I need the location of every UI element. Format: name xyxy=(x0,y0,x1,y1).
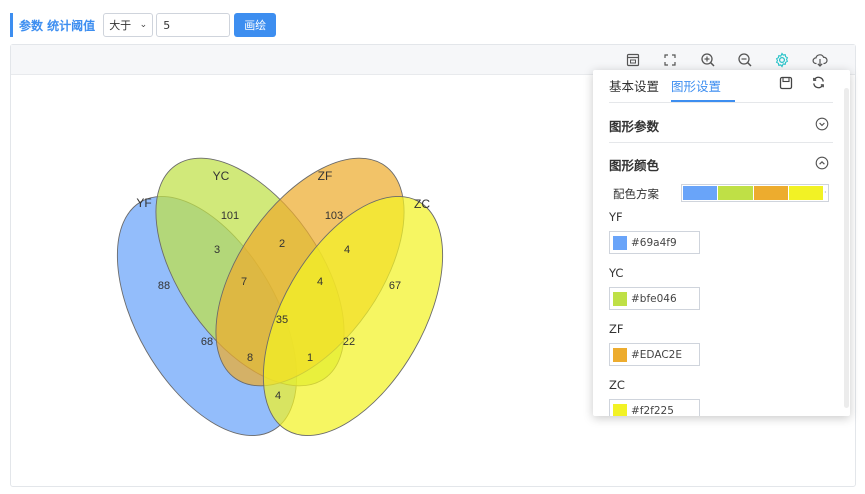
color-input-zf[interactable]: #EDAC2E xyxy=(609,343,700,366)
color-value: #EDAC2E xyxy=(631,348,682,361)
section-divider xyxy=(609,142,833,143)
color-input-yc[interactable]: #bfe046 xyxy=(609,287,700,310)
color-chip[interactable] xyxy=(613,291,627,306)
venn-region-yf: 88 xyxy=(158,280,170,292)
venn-region-zf: 103 xyxy=(325,210,343,222)
venn-set-label-yf: YF xyxy=(136,196,151,210)
venn-region-yf-yc-zf-zc: 35 xyxy=(276,314,288,326)
color-input-yf[interactable]: #69a4f9 xyxy=(609,231,700,254)
venn-labels: YF YC ZF ZC 88 101 103 67 3 2 4 7 4 35 68 22 8 1 4 xyxy=(136,169,430,402)
scheme-dropdown-indicator: · xyxy=(824,188,827,197)
tab-basic-settings[interactable]: 基本设置 xyxy=(609,79,660,94)
active-tab-indicator xyxy=(671,100,735,102)
save-icon[interactable] xyxy=(779,75,795,91)
data-view-icon[interactable] xyxy=(624,51,642,69)
color-chip[interactable] xyxy=(613,235,627,250)
operator-value: 大于 xyxy=(109,19,132,32)
color-value: #bfe046 xyxy=(631,292,677,305)
venn-region-yf-zf: 68 xyxy=(201,336,213,348)
venn-region-yc: 101 xyxy=(221,210,239,222)
filter-bar: 参数 统计阈值 大于 ⌄ 5 画绘 xyxy=(10,12,277,38)
section-title-graph-params[interactable]: 图形参数 xyxy=(609,119,660,134)
venn-set-label-yc: YC xyxy=(213,169,230,183)
settings-scrollbar[interactable] xyxy=(844,88,849,408)
venn-set-label-zc: ZC xyxy=(414,197,430,211)
venn-region-yc-zf: 2 xyxy=(279,238,285,250)
venn-region-yf-zf-zc: 8 xyxy=(247,352,253,364)
color-chip[interactable] xyxy=(613,347,627,362)
venn-region-yf-yc-zf: 7 xyxy=(241,276,247,288)
venn-set-label-zf: ZF xyxy=(318,169,333,183)
color-field-label-yc: YC xyxy=(609,266,624,280)
scheme-swatch xyxy=(753,186,788,200)
chevron-up-circle-icon[interactable] xyxy=(815,155,829,170)
scheme-swatch xyxy=(683,186,718,200)
chevron-down-icon: ⌄ xyxy=(139,20,148,30)
venn-region-zc: 67 xyxy=(389,280,401,292)
operator-select[interactable]: 大于 ⌄ xyxy=(103,13,154,37)
zoom-out-icon[interactable] xyxy=(736,51,754,69)
color-field-label-yf: YF xyxy=(609,210,623,224)
section-title-graph-colors[interactable]: 图形颜色 xyxy=(609,158,660,173)
refresh-icon[interactable] xyxy=(811,75,827,91)
color-value: #f2f225 xyxy=(631,404,674,417)
scheme-swatch xyxy=(718,186,753,200)
scheme-swatch xyxy=(788,186,823,200)
draw-button[interactable]: 画绘 xyxy=(234,13,277,37)
color-field-label-zf: ZF xyxy=(609,322,624,336)
chevron-down-circle-icon[interactable] xyxy=(815,116,829,131)
venn-region-zf-zc: 4 xyxy=(344,244,350,256)
color-input-zc[interactable]: #f2f225 xyxy=(609,399,700,416)
zoom-in-icon[interactable] xyxy=(699,51,717,69)
tab-graph-settings[interactable]: 图形设置 xyxy=(671,79,722,94)
settings-tabs: 基本设置 图形设置 xyxy=(609,70,833,103)
filter-title: 参数 统计阈值 xyxy=(19,18,96,33)
download-icon[interactable] xyxy=(811,51,829,69)
venn-region-yf-yc-zc: 1 xyxy=(307,352,313,364)
settings-icon[interactable] xyxy=(773,51,791,69)
venn-ellipses xyxy=(116,157,479,466)
venn-set-zc[interactable] xyxy=(226,167,479,466)
venn-region-yf-yc: 3 xyxy=(214,244,220,256)
color-scheme-select[interactable]: · xyxy=(681,184,829,202)
color-scheme-label: 配色方案 xyxy=(613,187,659,201)
threshold-input[interactable]: 5 xyxy=(156,13,231,37)
color-value: #69a4f9 xyxy=(631,236,677,249)
venn-region-yc-zf-zc: 4 xyxy=(317,276,323,288)
title-accent-bar xyxy=(10,13,13,37)
color-field-label-zc: ZC xyxy=(609,378,625,392)
color-chip[interactable] xyxy=(613,403,627,416)
fullscreen-icon[interactable] xyxy=(661,51,679,69)
venn-region-yc-zc: 22 xyxy=(343,336,355,348)
venn-region-yf-zc: 4 xyxy=(275,390,281,402)
